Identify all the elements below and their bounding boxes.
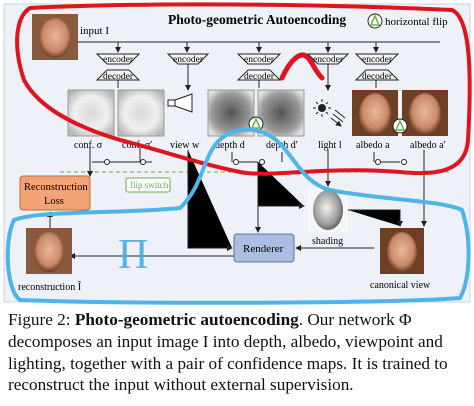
input-label: input I [80, 25, 109, 37]
decoder-label: decoder [103, 72, 134, 82]
conf-sigma-prime-map [117, 89, 165, 137]
pi-annotation: Π [118, 232, 148, 278]
recon-loss-line2: Loss [44, 196, 64, 207]
caption-title: Photo-geometric autoencoding [74, 310, 299, 329]
shading-label: shading [312, 236, 343, 247]
blue-annotation-loop [5, 127, 471, 305]
canonical-view-label: canonical view [370, 280, 431, 291]
renderer-label: Renderer [243, 243, 284, 255]
encoder-label: encoder [362, 55, 393, 65]
light-label: light l [318, 140, 342, 151]
red-annotation-loop [15, 2, 472, 176]
figure-caption: Figure 2: Photo-geometric autoencoding. … [8, 309, 470, 396]
diagram-title: Photo-geometric Autoencoding [168, 12, 346, 27]
albedo-prime-label: albedo a′ [410, 140, 446, 151]
shading-map [308, 188, 348, 232]
flip-switch-label: flip switch [130, 180, 169, 190]
decoder-label: decoder [244, 72, 275, 82]
depth-label: depth d [215, 140, 245, 151]
reconstruction-image [26, 228, 72, 274]
encoder-decoder-depth: encoder decoder [236, 53, 282, 82]
flip-switch: flip switch [125, 177, 171, 193]
recon-loss-line1: Reconstruction [24, 182, 88, 193]
encoder-view: encoder [166, 53, 210, 65]
reconstruction-label: reconstruction Î [18, 281, 82, 293]
encoder-label: encoder [173, 55, 204, 65]
light-icon [313, 99, 345, 126]
flip-legend-icon [367, 13, 383, 29]
encoder-light: encoder [306, 53, 350, 65]
decoder-label: decoder [362, 72, 393, 82]
encoder-label: encoder [313, 55, 344, 65]
red-annotation-check [279, 52, 325, 81]
autoencoder-diagram: Photo-geometric Autoencoding horizontal … [3, 2, 472, 305]
albedo-label: albedo a [356, 140, 390, 151]
input-image [32, 14, 78, 60]
albedo-prime-map [402, 90, 448, 136]
depth-prime-map [257, 89, 305, 137]
encoder-decoder-conf: encoder decoder [95, 53, 141, 82]
albedo-map [352, 90, 398, 136]
albedo-flip-icon [392, 118, 408, 134]
conf-sigma-label: conf. σ [74, 140, 103, 151]
encoder-decoder-albedo: encoder decoder [354, 53, 400, 82]
flip-legend-label: horizontal flip [385, 16, 448, 28]
renderer-block: Renderer [233, 233, 295, 263]
caption-label: Figure 2: [8, 310, 71, 329]
encoder-label: encoder [103, 55, 134, 65]
caption-text: . Our network Φ decomposes an input imag… [8, 310, 448, 395]
view-label: view w [170, 140, 200, 151]
reconstruction-loss-block: Reconstruction Loss [19, 175, 91, 211]
canonical-view-image [380, 228, 424, 274]
camera-view-icon [167, 93, 193, 113]
encoder-label: encoder [244, 55, 275, 65]
